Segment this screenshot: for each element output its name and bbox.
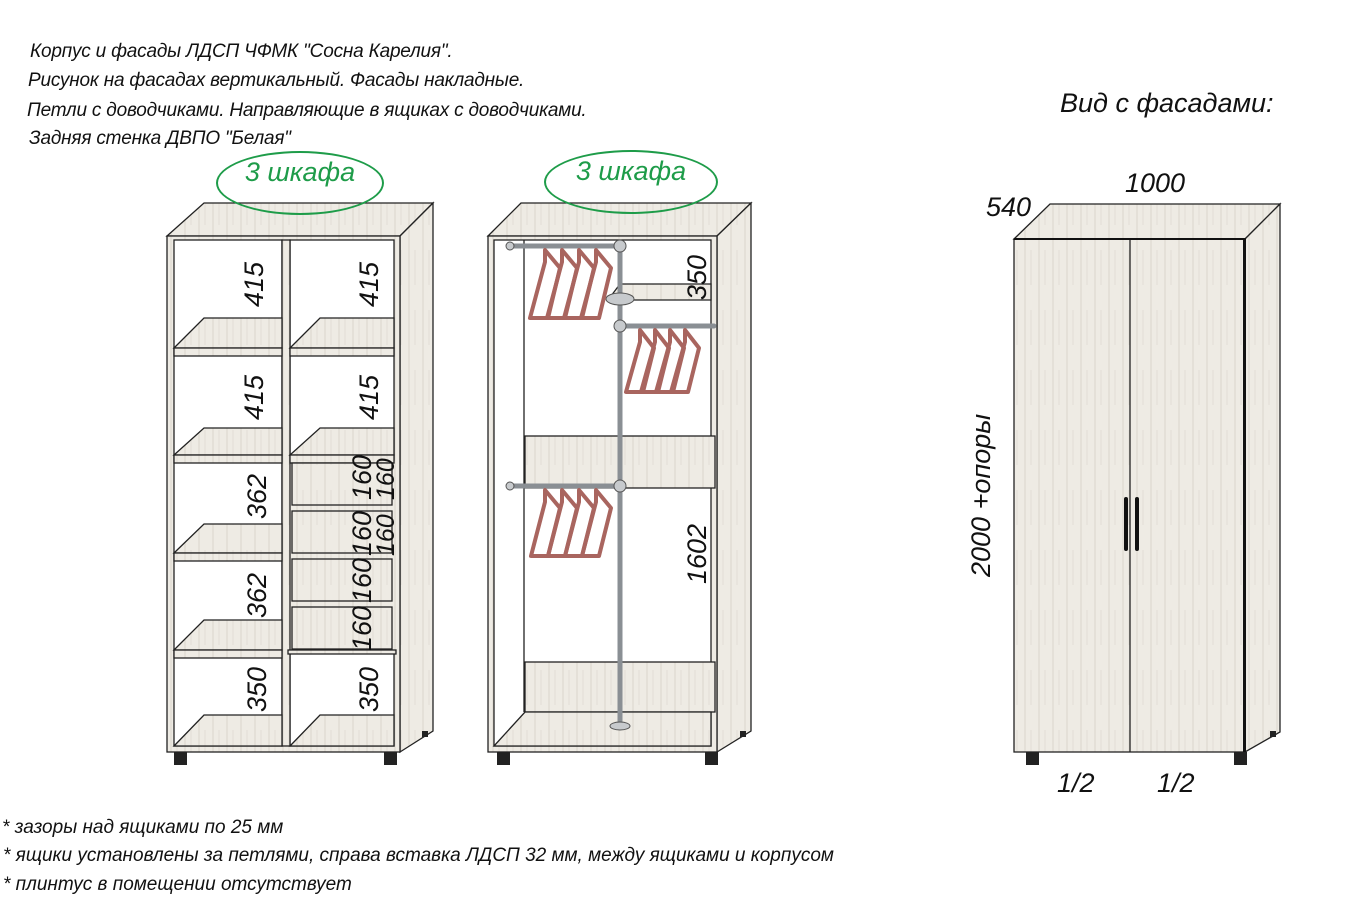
note-pattern: Рисунок на фасадах вертикальный. Фасады … [28,70,525,91]
dim-right-2: 415 [354,374,384,420]
facade-depth: 540 [986,192,1032,222]
dim-left-5: 350 [242,666,272,712]
note-back-panel: Задняя стенка ДВПО "Белая" [29,128,291,149]
left-cabinet [165,201,435,754]
note-hinges: Петли с доводчиками. Направляющие в ящик… [27,100,587,121]
hangers-middle-right [624,328,701,394]
dim-right-1: 415 [354,261,384,307]
middle-cabinet-feet [497,731,746,765]
footnote-drawers: * ящики установлены за петлями, справа в… [3,845,834,866]
door-right-fraction: 1/2 [1157,768,1195,798]
note-material: Корпус и фасады ЛДСП ЧФМК "Сосна Карелия… [30,41,453,62]
door-handles [1124,497,1139,551]
dim-drawer-2b: 160 [372,514,400,556]
dim-right-3: 350 [354,666,384,712]
facade-width: 1000 [1125,168,1186,198]
facade-view-title: Вид с фасадами: [1060,88,1274,118]
badge-left-label: 3 шкафа [244,157,356,187]
facade-top-edge [1014,238,1246,240]
badge-middle-label: 3 шкафа [575,156,687,186]
door-left-fraction: 1/2 [1057,768,1095,798]
dim-drawer-4: 160 [347,605,377,651]
rail-fittings [505,239,635,731]
facade-right-edge [1243,239,1246,752]
left-cabinet-feet [174,731,428,765]
badge-middle-count: 3 шкафа [544,150,718,214]
dim-middle-bottom: 1602 [682,523,712,584]
dim-drawer-1b: 160 [372,458,400,500]
facade-feet [1026,731,1276,765]
facade-height: 2000 +опоры [966,413,996,577]
hangers-bottom-left [529,488,613,558]
footnote-plinth: * плинтус в помещении отсутствует [3,874,352,895]
facade-cabinet [1012,202,1282,754]
dim-middle-top: 350 [682,254,712,300]
dim-drawer-3: 160 [347,557,377,603]
footnote-gaps: * зазоры над ящиками по 25 мм [2,817,284,838]
dim-left-2: 415 [239,374,269,420]
dim-left-3: 362 [242,473,272,519]
dim-left-4: 362 [242,572,272,618]
badge-left-count: 3 шкафа [216,151,384,215]
dim-left-1: 415 [239,261,269,307]
hangers-top-left [528,248,613,320]
